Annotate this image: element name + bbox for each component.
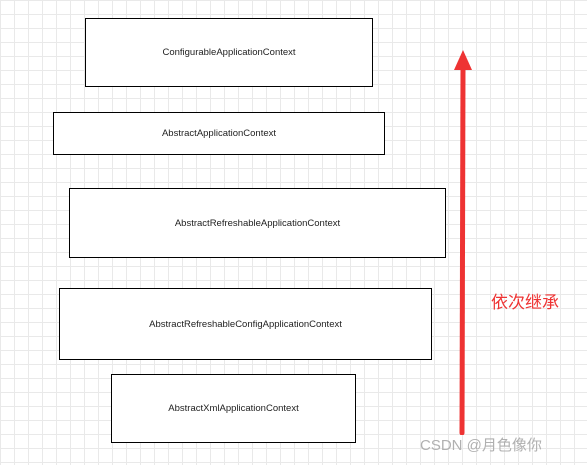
class-box-abstract-refreshable-config-application-context: AbstractRefreshableConfigApplicationCont… — [59, 288, 432, 360]
arrow-shaft — [459, 65, 466, 435]
class-label: AbstractXmlApplicationContext — [168, 403, 299, 414]
class-box-abstract-xml-application-context: AbstractXmlApplicationContext — [111, 374, 356, 443]
class-box-abstract-application-context: AbstractApplicationContext — [53, 112, 385, 155]
class-label: AbstractApplicationContext — [161, 128, 277, 139]
class-label: AbstractRefreshableConfigApplicationCont… — [149, 318, 342, 330]
class-label: AbstractRefreshableApplicationContext — [174, 217, 341, 229]
inheritance-arrow — [454, 50, 472, 435]
class-box-abstract-refreshable-application-context: AbstractRefreshableApplicationContext — [69, 188, 446, 258]
watermark: CSDN @月色像你 — [420, 437, 542, 454]
class-box-configurable-application-context: ConfigurableApplicationContext — [85, 18, 373, 87]
class-label: ConfigurableApplicationContext — [162, 47, 296, 58]
arrow-head — [454, 50, 472, 70]
inheritance-label: 依次继承 — [491, 293, 559, 312]
